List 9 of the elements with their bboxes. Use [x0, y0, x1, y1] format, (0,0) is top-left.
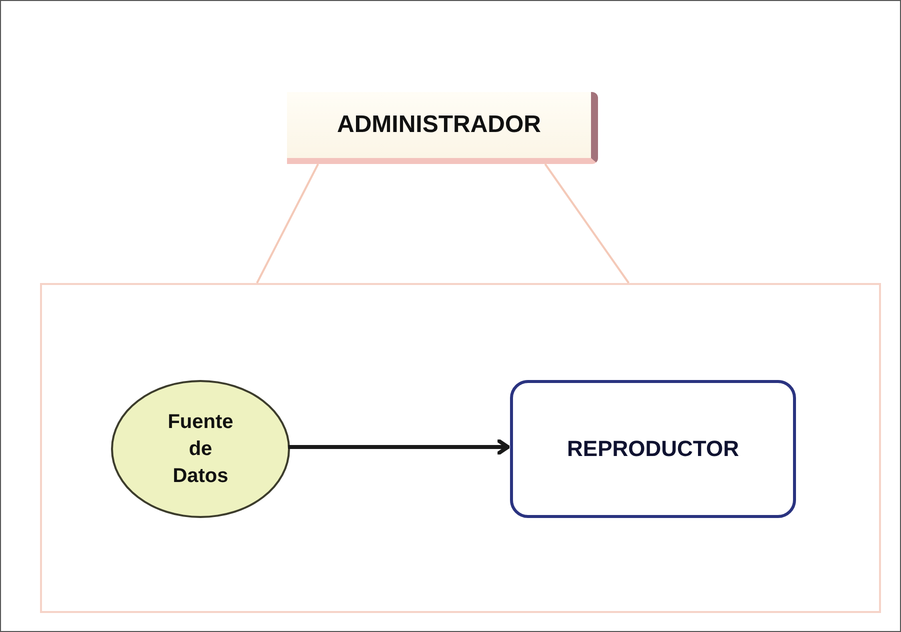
node-label: Fuente de Datos	[166, 410, 234, 488]
node-label: ADMINISTRADOR	[337, 110, 541, 140]
container-panel	[40, 283, 881, 613]
process-box	[510, 380, 796, 518]
connector-line	[544, 163, 630, 284]
title-box	[287, 92, 598, 164]
connector-line	[256, 164, 319, 284]
arrow	[288, 439, 510, 455]
node-label: REPRODUCTOR	[567, 435, 739, 464]
